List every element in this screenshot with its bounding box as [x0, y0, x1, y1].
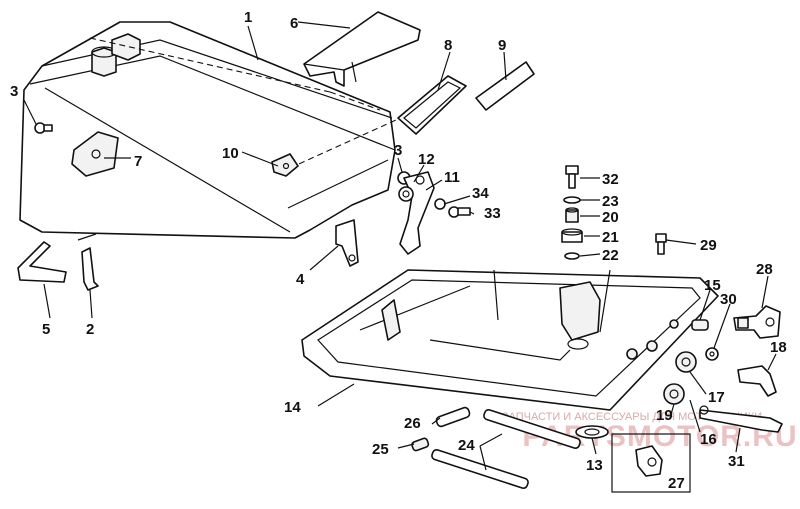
watermark-subtitle: ЗАПЧАСТИ И АКСЕССУАРЫ ДЛЯ МОТОТЕХНИКИ	[502, 411, 762, 423]
callout-20: 20	[602, 209, 619, 226]
callout-32: 32	[602, 171, 619, 188]
part-4-hook-bracket	[335, 219, 359, 267]
part-3-screw-left	[34, 122, 53, 134]
callout-1: 1	[244, 9, 252, 26]
callout-15: 15	[704, 277, 721, 294]
part-19-grommet	[663, 383, 685, 405]
part-6-cover-plate	[303, 11, 421, 87]
callout-16: 16	[700, 431, 717, 448]
engine-cover-hood	[19, 21, 397, 239]
part-25-pin	[411, 437, 430, 452]
callout-5: 5	[42, 321, 50, 338]
part-30-washer	[705, 347, 719, 361]
callout-4: 4	[296, 271, 305, 288]
callout-14: 14	[284, 399, 301, 416]
part-32-bolt	[565, 165, 579, 189]
part-9-pad-strip	[475, 61, 535, 111]
part-31-handle	[699, 405, 783, 433]
callout-13: 13	[586, 457, 603, 474]
part-16-grommet	[675, 351, 697, 373]
part-14-lower-pan	[301, 269, 719, 411]
callout-21: 21	[602, 229, 619, 246]
part-2-bracket	[77, 233, 99, 291]
part-27-boxed-clip	[611, 433, 691, 493]
part-34-washer	[434, 198, 446, 210]
callout-12: 12	[418, 151, 435, 168]
part-11-latch-lever	[399, 171, 435, 255]
callout-34: 34	[472, 185, 489, 202]
callout-22: 22	[602, 247, 619, 264]
callout-7: 7	[134, 153, 142, 170]
part-18-lever	[737, 365, 777, 397]
part-21-grommet	[561, 228, 583, 243]
callout-30: 30	[720, 291, 737, 308]
callout-28: 28	[756, 261, 773, 278]
part-28-fuel-connector	[733, 305, 781, 339]
part-5-bumper	[17, 241, 67, 283]
callout-9: 9	[498, 37, 506, 54]
callout-8: 8	[444, 37, 452, 54]
callout-17: 17	[708, 389, 725, 406]
part-24-rod-upper	[483, 409, 581, 449]
part-26-sleeve	[435, 406, 471, 428]
part-15-pin	[691, 319, 709, 331]
callout-23: 23	[602, 193, 619, 210]
part-8-seal-ring	[397, 75, 467, 135]
callout-25: 25	[372, 441, 389, 458]
callout-10: 10	[222, 145, 239, 162]
part-33-screw	[448, 206, 471, 218]
callout-27: 27	[668, 475, 685, 492]
callout-6: 6	[290, 15, 298, 32]
callout-19: 19	[656, 407, 673, 424]
callout-29: 29	[700, 237, 717, 254]
callout-3a: 3	[10, 83, 18, 100]
callout-24: 24	[458, 437, 475, 454]
callout-11: 11	[444, 169, 460, 186]
part-22-washer	[564, 252, 580, 260]
callout-33: 33	[484, 205, 501, 222]
part-20-spacer	[565, 207, 579, 223]
callout-31: 31	[728, 453, 745, 470]
part-23-washer	[563, 196, 581, 204]
callout-2: 2	[86, 321, 94, 338]
part-29-screw	[655, 233, 667, 255]
part-13-grommet	[575, 425, 609, 439]
part-12-bushing	[398, 186, 414, 202]
part-24-rod-lower	[431, 449, 529, 489]
callout-18: 18	[770, 339, 787, 356]
leader-lines	[23, 21, 777, 471]
callout-26: 26	[404, 415, 421, 432]
callout-3b: 3	[394, 142, 402, 159]
